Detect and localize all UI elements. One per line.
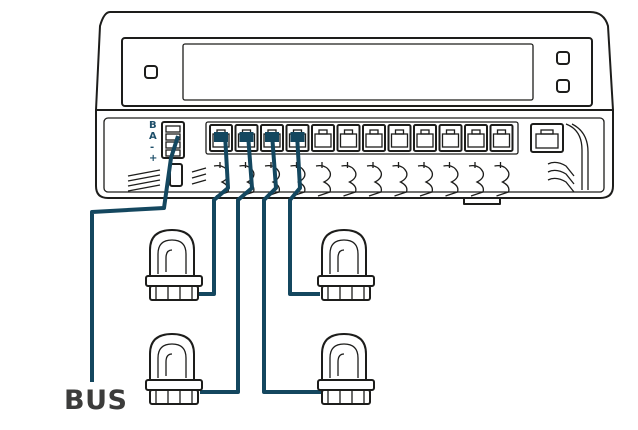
rj45-port[interactable]	[489, 124, 514, 152]
terminal-label-a: A	[149, 131, 157, 142]
display-cover	[121, 37, 593, 107]
cable-hook	[443, 162, 459, 197]
right-button-top[interactable]	[556, 51, 570, 65]
wire-port-4	[288, 133, 320, 296]
right-cable-bundle	[547, 123, 589, 193]
cable-hook	[366, 162, 383, 197]
actuator-wires	[198, 133, 324, 394]
bus-wire	[90, 135, 180, 382]
cable-hook	[392, 162, 408, 197]
port-bank	[205, 121, 519, 155]
housing-foot	[463, 197, 501, 205]
terminal-label-b: B	[149, 120, 157, 131]
rj45-port-row	[209, 124, 514, 152]
rj45-port[interactable]	[438, 124, 463, 152]
left-cable-tails	[127, 167, 207, 192]
right-button-bottom[interactable]	[556, 79, 570, 93]
actuator-group	[145, 229, 375, 405]
actuator-1	[145, 229, 203, 301]
rj45-port[interactable]	[209, 124, 233, 152]
actuator-2	[145, 333, 203, 405]
rj45-port[interactable]	[413, 124, 437, 152]
rj45-port[interactable]	[464, 124, 488, 152]
network-port[interactable]	[530, 123, 564, 153]
actuator-4	[317, 229, 375, 301]
actuator-3	[317, 333, 375, 405]
rj45-port[interactable]	[362, 124, 386, 152]
rj45-port[interactable]	[336, 124, 361, 152]
cable-hook	[341, 162, 357, 197]
connected-plug	[214, 132, 228, 142]
display-window	[182, 43, 534, 101]
terminal-label-plus: +	[149, 153, 157, 164]
terminal-plug	[169, 163, 183, 187]
left-button[interactable]	[144, 65, 158, 79]
wire-port-2	[200, 133, 254, 394]
cable-hook	[494, 162, 510, 197]
cable-hook	[315, 162, 332, 197]
wire-port-1	[198, 133, 230, 296]
rj45-port[interactable]	[311, 124, 335, 152]
cable-hook	[468, 162, 485, 197]
wire-port-3	[262, 133, 324, 394]
terminal-label-minus: -	[150, 142, 154, 153]
rj45-port[interactable]	[387, 124, 412, 152]
cable-hook	[417, 162, 434, 197]
bus-label: BUS	[64, 385, 127, 416]
